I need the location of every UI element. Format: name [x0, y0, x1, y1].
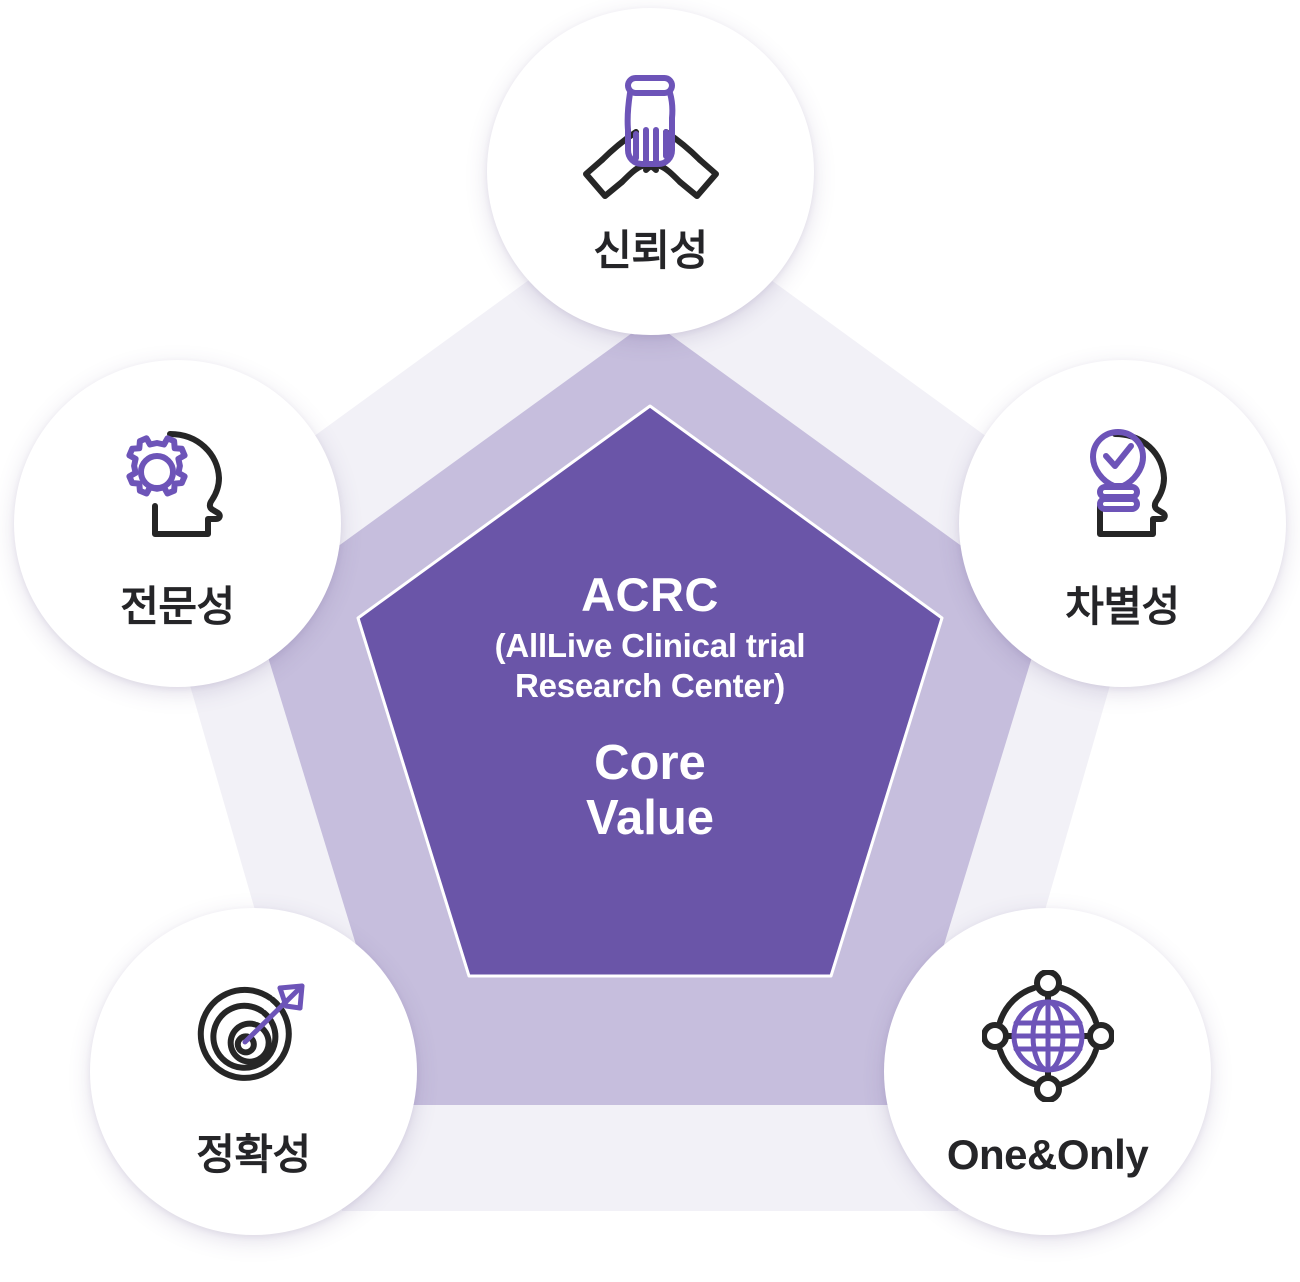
three-hands-together-icon: [582, 75, 719, 199]
target-with-arrow-icon: [197, 983, 304, 1081]
node-accuracy-label: 정확성: [196, 1131, 311, 1178]
node-trust[interactable]: 신뢰성: [487, 8, 814, 335]
node-differentiation[interactable]: 차별성: [959, 360, 1286, 687]
node-differentiation-label: 차별성: [1065, 583, 1180, 630]
globe-network-icon: [981, 970, 1114, 1102]
node-accuracy[interactable]: 정확성: [90, 908, 417, 1235]
node-expertise-label: 전문성: [120, 583, 235, 630]
node-expertise[interactable]: 전문성: [14, 360, 341, 687]
head-with-lightbulb-check-icon: [1089, 429, 1168, 537]
node-oneonly-label: One&Only: [946, 1131, 1149, 1178]
core-pentagon-shape: [356, 404, 944, 978]
node-oneonly[interactable]: One&Only: [884, 908, 1211, 1235]
head-with-gear-icon: [125, 431, 223, 537]
node-trust-label: 신뢰성: [593, 227, 708, 274]
